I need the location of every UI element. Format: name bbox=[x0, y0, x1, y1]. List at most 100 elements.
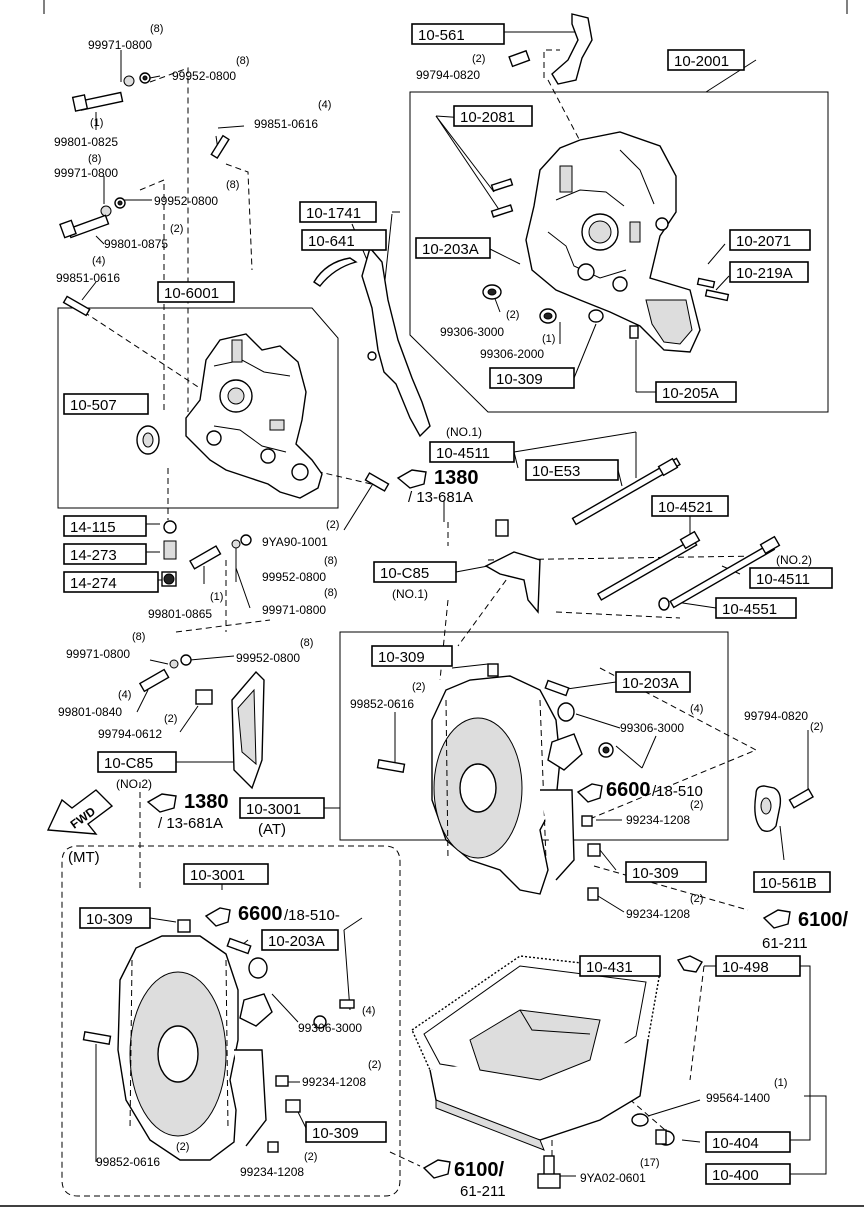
part-number: 99801-0865 bbox=[148, 607, 212, 621]
svg-text:10-219A: 10-219A bbox=[736, 265, 793, 282]
part-box-10-498[interactable]: 10-498 bbox=[715, 955, 801, 977]
cross-ref-1380-mid[interactable]: 1380 / 13-681A bbox=[146, 791, 229, 832]
part-number: (4) bbox=[362, 1005, 375, 1017]
cross-ref-1380-top[interactable]: 1380 / 13-681A bbox=[396, 467, 479, 506]
part-box-10-219A[interactable]: 10-219A bbox=[729, 261, 809, 283]
part-box-10-203A-mid[interactable]: 10-203A bbox=[615, 671, 691, 693]
svg-text:10-203A: 10-203A bbox=[422, 241, 479, 258]
part-box-10-2071[interactable]: 10-2071 bbox=[729, 229, 811, 251]
part-box-10-3001-at[interactable]: 10-3001 bbox=[239, 797, 325, 819]
svg-text:10-6001: 10-6001 bbox=[164, 285, 219, 302]
part-number: (17) bbox=[640, 1157, 660, 1169]
part-number: 99971-0800 bbox=[262, 603, 326, 617]
part-box-10-309-mt2[interactable]: 10-309 bbox=[305, 1121, 387, 1143]
cross-ref-6600-at[interactable]: 6600 /18-510 bbox=[576, 779, 703, 803]
part-number-labels: (8) 99971-0800 (8) 99952-0800 (4) 99851-… bbox=[54, 23, 823, 1185]
part-number: 99306-3000 bbox=[298, 1021, 362, 1035]
svg-text:61-211: 61-211 bbox=[762, 935, 808, 952]
front-cover-drawing bbox=[482, 13, 730, 353]
part-number: 99952-0800 bbox=[154, 194, 218, 208]
part-number: 99952-0800 bbox=[262, 570, 326, 584]
part-box-10-4521[interactable]: 10-4521 bbox=[651, 495, 729, 517]
part-box-14-273[interactable]: 14-273 bbox=[63, 543, 147, 565]
svg-text:10-431: 10-431 bbox=[586, 959, 633, 976]
pointing-hand-icon bbox=[762, 909, 791, 929]
part-box-10-309-mid2[interactable]: 10-309 bbox=[625, 861, 707, 883]
part-box-10-309-mid[interactable]: 10-309 bbox=[371, 645, 453, 667]
svg-text:(NO.1): (NO.1) bbox=[446, 425, 482, 439]
part-number: (1) bbox=[542, 333, 555, 345]
part-number: (2) bbox=[304, 1151, 317, 1163]
part-box-10-205A[interactable]: 10-205A bbox=[655, 381, 737, 403]
part-number: (2) bbox=[506, 309, 519, 321]
gasket-drawing bbox=[313, 246, 431, 438]
svg-text:10-C85: 10-C85 bbox=[380, 565, 429, 582]
svg-text:10-2001: 10-2001 bbox=[674, 53, 729, 70]
part-box-10-E53[interactable]: 10-E53 bbox=[525, 459, 619, 481]
part-number: (8) bbox=[150, 23, 163, 35]
rear-housing-at-drawing bbox=[138, 654, 814, 901]
part-box-10-431[interactable]: 10-431 bbox=[579, 955, 661, 977]
cross-ref-6100-right[interactable]: 6100/ 61-211 bbox=[762, 909, 848, 952]
part-number: 99794-0612 bbox=[98, 727, 162, 741]
part-number: 99852-0616 bbox=[96, 1155, 160, 1169]
svg-text:6600: 6600 bbox=[606, 779, 651, 801]
front-housing-drawing bbox=[136, 333, 390, 587]
cross-ref-6600-mt[interactable]: 6600 /18-510- bbox=[204, 903, 340, 927]
svg-text:(NO.2): (NO.2) bbox=[776, 553, 812, 567]
svg-text:14-115: 14-115 bbox=[70, 519, 116, 536]
part-box-10-C85-no1[interactable]: 10-C85 bbox=[373, 561, 457, 583]
part-box-10-203A-mt[interactable]: 10-203A bbox=[261, 929, 339, 951]
leader-lines bbox=[81, 31, 827, 1177]
svg-text:1380: 1380 bbox=[434, 467, 479, 489]
part-box-10-4511-no1[interactable]: 10-4511 bbox=[429, 441, 515, 463]
cross-ref-6100-bottom[interactable]: 6100/ 61-211 bbox=[422, 1159, 506, 1200]
variant-notes: (NO.1) (NO.1) (NO.2) (NO.2) (AT) (MT) bbox=[68, 425, 812, 866]
part-number: (2) bbox=[412, 681, 425, 693]
svg-text:10-309: 10-309 bbox=[378, 649, 425, 666]
part-number: 99852-0616 bbox=[350, 697, 414, 711]
svg-text:10-641: 10-641 bbox=[308, 233, 355, 250]
part-box-10-404[interactable]: 10-404 bbox=[705, 1131, 791, 1153]
part-box-10-1741[interactable]: 10-1741 bbox=[299, 201, 377, 223]
part-box-10-400[interactable]: 10-400 bbox=[705, 1163, 791, 1185]
part-number: 99234-1208 bbox=[240, 1165, 304, 1179]
front-housing-group-outline bbox=[57, 307, 339, 509]
part-number: (2) bbox=[690, 893, 703, 905]
pointing-hand-icon bbox=[146, 793, 177, 813]
pointing-hand-icon bbox=[576, 783, 603, 803]
part-box-14-274[interactable]: 14-274 bbox=[63, 571, 159, 593]
part-box-14-115[interactable]: 14-115 bbox=[63, 515, 147, 537]
part-boxes: 10-561 10-2001 10-2081 10-1741 10-641 10… bbox=[63, 23, 833, 1185]
fwd-arrow[interactable]: FWD bbox=[46, 789, 114, 835]
fasteners-top-left bbox=[59, 72, 230, 317]
part-box-10-561[interactable]: 10-561 bbox=[411, 23, 505, 45]
part-box-10-3001-mt[interactable]: 10-3001 bbox=[183, 863, 269, 885]
svg-text:10-561B: 10-561B bbox=[760, 875, 817, 892]
svg-text:10-E53: 10-E53 bbox=[532, 463, 580, 480]
part-number: 99306-3000 bbox=[440, 325, 504, 339]
part-box-10-309-mt[interactable]: 10-309 bbox=[79, 907, 151, 929]
part-box-10-2081[interactable]: 10-2081 bbox=[453, 105, 533, 127]
part-box-10-641[interactable]: 10-641 bbox=[301, 229, 387, 251]
part-box-10-507[interactable]: 10-507 bbox=[63, 393, 149, 415]
part-number: 99234-1208 bbox=[302, 1075, 366, 1089]
part-box-10-4511-no2[interactable]: 10-4511 bbox=[749, 567, 833, 589]
svg-text:61-211: 61-211 bbox=[460, 1183, 506, 1200]
pointing-hand-icon bbox=[396, 469, 427, 489]
part-number: (2) bbox=[690, 799, 703, 811]
svg-text:6600: 6600 bbox=[238, 903, 283, 925]
part-box-10-309-top[interactable]: 10-309 bbox=[489, 367, 575, 389]
part-box-10-561B[interactable]: 10-561B bbox=[753, 871, 831, 893]
part-number: 99794-0820 bbox=[744, 709, 808, 723]
part-box-10-2001[interactable]: 10-2001 bbox=[667, 49, 745, 71]
svg-text:10-3001: 10-3001 bbox=[190, 867, 245, 884]
svg-text:14-274: 14-274 bbox=[70, 575, 117, 592]
part-box-10-6001[interactable]: 10-6001 bbox=[157, 281, 235, 303]
part-box-10-C85-no2[interactable]: 10-C85 bbox=[97, 751, 177, 773]
part-box-10-4551[interactable]: 10-4551 bbox=[715, 597, 797, 619]
part-number: (2) bbox=[326, 519, 339, 531]
part-box-10-203A-top[interactable]: 10-203A bbox=[415, 237, 491, 259]
part-number: (8) bbox=[300, 637, 313, 649]
